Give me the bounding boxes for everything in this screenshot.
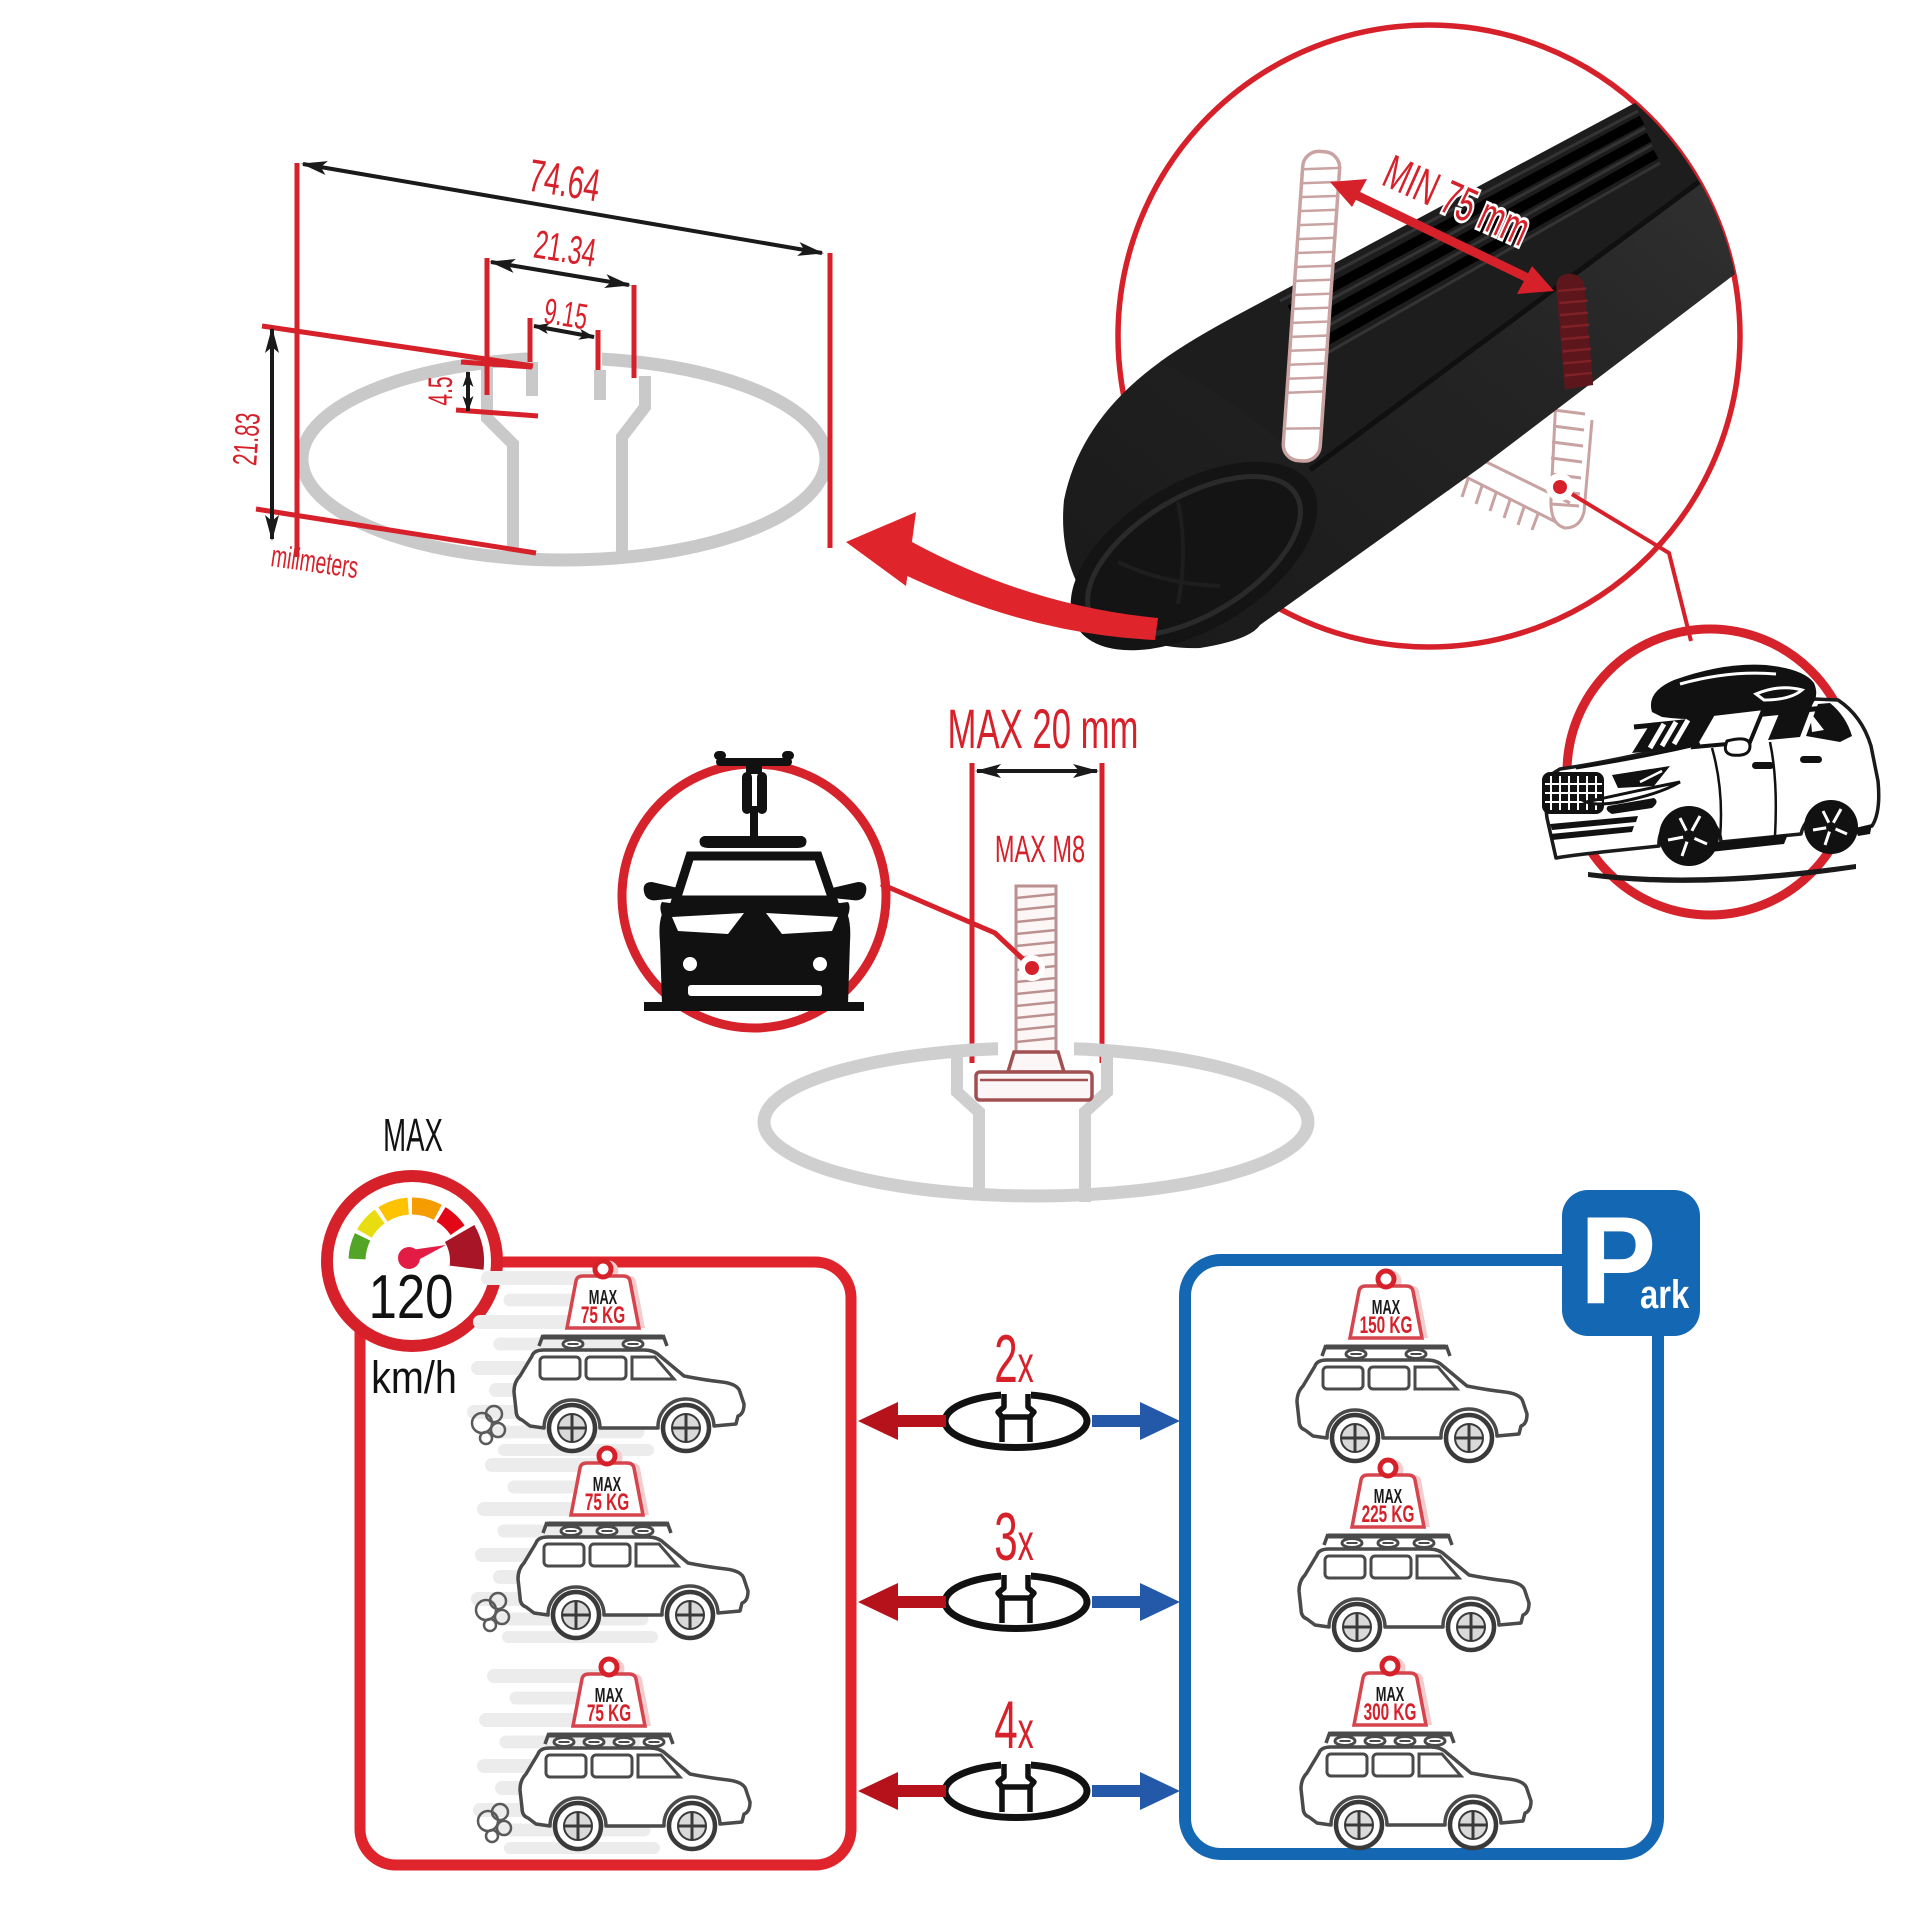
- svg-text:225 KG: 225 KG: [1362, 1502, 1415, 1528]
- svg-text:75 KG: 75 KG: [585, 1490, 629, 1516]
- svg-text:9.15: 9.15: [541, 292, 590, 338]
- svg-text:4.5: 4.5: [421, 376, 459, 405]
- svg-text:MAX: MAX: [1374, 1485, 1403, 1508]
- svg-text:ark: ark: [1640, 1272, 1690, 1317]
- svg-text:MAX M8: MAX M8: [995, 827, 1085, 870]
- svg-text:75 KG: 75 KG: [581, 1303, 625, 1329]
- svg-text:P: P: [1580, 1192, 1656, 1330]
- svg-text:150 KG: 150 KG: [1360, 1313, 1413, 1339]
- svg-text:75 KG: 75 KG: [587, 1701, 631, 1727]
- svg-text:km/h: km/h: [371, 1353, 457, 1403]
- svg-text:120: 120: [369, 1263, 454, 1332]
- svg-text:MAX: MAX: [593, 1473, 622, 1496]
- svg-text:300 KG: 300 KG: [1364, 1700, 1417, 1726]
- svg-text:21.83: 21.83: [225, 412, 267, 467]
- svg-text:MAX: MAX: [1372, 1296, 1401, 1319]
- svg-text:MAX 20 mm: MAX 20 mm: [948, 698, 1139, 761]
- svg-text:21.34: 21.34: [531, 223, 599, 277]
- svg-text:MAX: MAX: [383, 1111, 443, 1162]
- svg-text:MAX: MAX: [595, 1684, 624, 1707]
- svg-text:MAX: MAX: [1376, 1683, 1405, 1706]
- svg-text:74.64: 74.64: [525, 150, 604, 212]
- svg-text:MAX: MAX: [589, 1286, 618, 1309]
